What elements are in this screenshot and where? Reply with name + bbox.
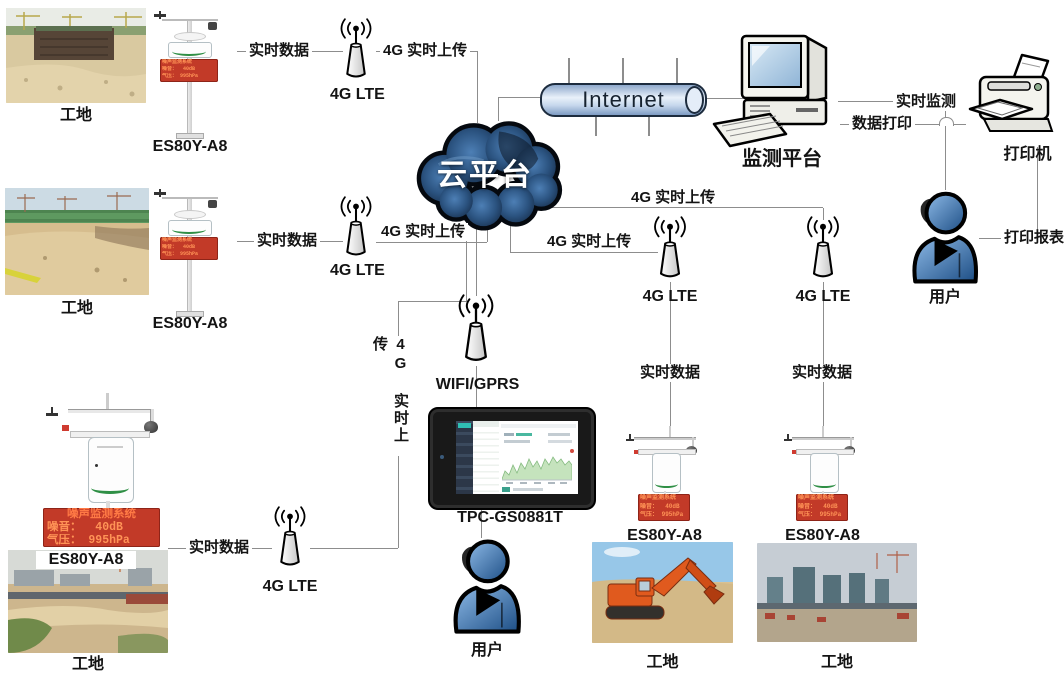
internet-label: Internet (582, 87, 665, 112)
tablet (428, 407, 596, 510)
line-hop (939, 117, 954, 126)
link-cloud-branch-v1 (466, 216, 467, 302)
antenna-4g-2 (336, 196, 376, 260)
wifi-label: WIFI/GPRS (435, 376, 520, 393)
site-photo-1 (6, 8, 146, 103)
internet-bus-cap (685, 86, 704, 114)
user-top (908, 190, 982, 286)
site-photo-2 (5, 188, 149, 295)
link-label-realtime-2: 实时数据 (254, 232, 321, 250)
site-label-5: 工地 (820, 654, 853, 671)
link-label-realtime-5: 实时数据 (789, 364, 856, 382)
camera-icon (144, 421, 158, 433)
device-es80y-1: 噪声监测系统 噪音： 40dB 气压： 995hPa (150, 10, 230, 140)
tablet-camera-icon (440, 455, 444, 459)
printer (968, 53, 1054, 132)
site-photo-4 (592, 542, 733, 643)
wind-sensor-icon (626, 439, 634, 441)
user-top-label: 用户 (928, 289, 961, 306)
link-user-report-h (979, 238, 1003, 239)
tablet-sidebar (456, 421, 473, 494)
wind-sensor-icon (784, 439, 792, 441)
link-label-realtime-monitor: 实时监测 (893, 93, 960, 111)
antenna-4g-5 (803, 216, 843, 282)
antenna-label-5: 4G LTE (795, 288, 851, 305)
link-printer-report-v (1037, 147, 1038, 230)
antenna-label-1: 4G LTE (330, 86, 385, 103)
tablet-chart (502, 456, 572, 484)
tablet-list (473, 427, 499, 494)
link-label-upload-4: 4G 实时上传 (544, 233, 635, 251)
device-es80y-2: 噪声监测系统 噪音： 40dB 气压： 995hPa (150, 188, 230, 318)
device-label-3: ES80Y-A8 (36, 551, 136, 569)
link-cloud-internet-h (498, 97, 540, 98)
link-label-data-print: 数据打印 (849, 115, 916, 133)
device-es80y-3: 噪声监测系统 噪音： 40dB 气压： 995hPa (40, 393, 180, 548)
device-label-2: ES80Y-A8 (152, 315, 228, 332)
device-es80y-5: 噪声监测系统 噪音： 40dB 气压： 995hPa (780, 426, 865, 526)
link-label-upload-5: 4G 实时上传 (369, 336, 411, 456)
led-display-5: 噪声监测系统 噪音： 40dB 气压： 995hPa (796, 494, 848, 521)
camera-icon (208, 200, 217, 208)
site-label-1: 工地 (59, 107, 92, 124)
link-cloud-antenna4-h (510, 252, 658, 253)
link-label-realtime-4: 实时数据 (637, 364, 704, 382)
site-label-3: 工地 (71, 656, 104, 673)
link-computer-printer-2 (952, 124, 966, 125)
printer-label: 打印机 (1003, 146, 1052, 163)
link-computer-user-h (838, 101, 945, 102)
device-label-1: ES80Y-A8 (152, 138, 228, 155)
platform-label: 监测平台 (742, 148, 822, 170)
link-cloud-antenna5-v (823, 208, 824, 220)
antenna-4g-3 (270, 506, 310, 570)
link-label-upload-2: 4G 实时上传 (378, 223, 469, 241)
user-bottom (449, 536, 525, 638)
antenna-label-2: 4G LTE (330, 262, 385, 279)
led-display-3: 噪声监测系统 噪音： 40dB 气压： 995hPa (43, 508, 160, 547)
cloud-label: 云平台 (437, 159, 533, 192)
link-computer-user-v (945, 102, 946, 190)
antenna-4g-1 (336, 18, 376, 82)
link-wifi-tablet (476, 366, 477, 408)
link-label-upload-1: 4G 实时上传 (380, 42, 471, 60)
link-label-upload-3: 4G 实时上传 (628, 189, 719, 207)
link-antenna4-device4 (670, 282, 671, 428)
cloud-platform (416, 121, 563, 231)
link-label-realtime-1: 实时数据 (246, 42, 313, 60)
device-es80y-4: 噪声监测系统 噪音： 40dB 气压： 995hPa (622, 426, 707, 526)
link-antenna5-device5 (823, 282, 824, 428)
camera-icon (208, 22, 217, 30)
led-display-2: 噪声监测系统 噪音： 40dB 气压： 995hPa (160, 237, 218, 260)
tablet-screen (456, 421, 578, 494)
antenna-label-3: 4G LTE (262, 578, 318, 595)
antenna-4g-4 (650, 216, 690, 282)
link-cloud-antenna5-h (523, 207, 823, 208)
device-label-5: ES80Y-A8 (785, 527, 860, 544)
link-label-realtime-3: 实时数据 (186, 539, 253, 557)
antenna-label-4: 4G LTE (642, 288, 698, 305)
user-bottom-label: 用户 (470, 642, 503, 659)
tablet-label: TPC-GS0881T (457, 509, 563, 526)
link-cloud-internet-v (498, 97, 499, 121)
link-site3-antenna3-b (310, 548, 398, 549)
site-label-4: 工地 (646, 654, 679, 671)
site-label-2: 工地 (60, 300, 93, 317)
device-label-4: ES80Y-A8 (627, 527, 702, 544)
monitor-computer (712, 34, 828, 148)
link-cloud-antenna4-v (510, 224, 511, 252)
led-display-4: 噪声监测系统 噪音： 40dB 气压： 995hPa (638, 494, 690, 521)
link-tablet-user (481, 506, 482, 538)
link-label-print-report: 打印报表 (1001, 229, 1064, 247)
antenna-wifi-gprs (454, 294, 498, 366)
link-antenna1-cloud-v (477, 51, 478, 123)
led-display-1: 噪声监测系统 噪音： 40dB 气压： 995hPa (160, 59, 218, 82)
site-photo-5 (757, 543, 917, 642)
link-cloud-branch-h (398, 301, 466, 302)
link-antenna2-cloud-h (376, 242, 487, 243)
link-cloud-wifi-v (476, 212, 477, 296)
internet-bus: Internet (540, 83, 707, 117)
link-internet-computer (703, 98, 747, 99)
